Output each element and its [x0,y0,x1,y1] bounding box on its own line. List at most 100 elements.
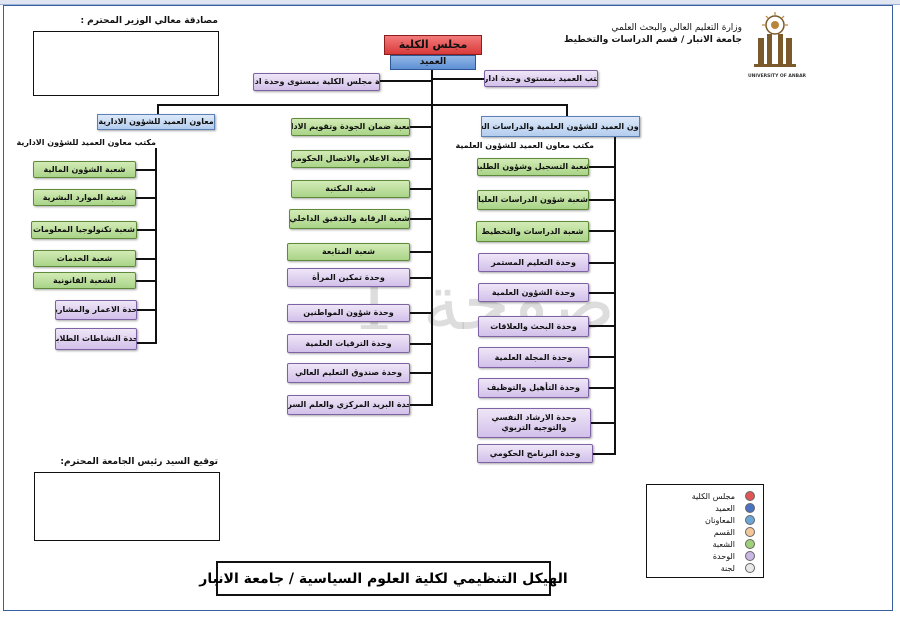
legend: مجلس الكلية العميد المعاونان القسم الشعب… [646,484,764,578]
university-logo: UNIVERSITY OF ANBAR [748,12,807,79]
connector-line [589,325,615,327]
admin-assistant-dean-box: معاون العميد للشؤون الادارية [97,114,215,130]
connector-line [157,104,568,106]
connector-line [589,387,615,389]
connector-line [589,292,615,294]
dean-box: العميد [390,55,476,70]
scientific-affairs-unit-box: وحدة الشؤون العلمية [478,283,589,302]
legend-swatch-icon [745,491,755,501]
connector-line [136,169,156,171]
counseling-unit-box: وحدة الارشاد النفسي والتوجيه التربوي [477,408,591,438]
citizens-affairs-unit-box: وحدة شؤون المواطنين [287,304,410,322]
planning-section-box: شعبة الدراسات والتخطيط [476,221,589,242]
legend-item: الشعبة [713,539,755,549]
connector-line [137,342,157,344]
connector-line [431,78,484,80]
legend-swatch-icon [745,551,755,561]
scientific-assistant-dean-box: معاون العميد للشؤون العلمية والدراسات ال… [481,116,640,137]
connector-line [380,80,432,82]
legend-item: القسم [714,527,755,537]
connector-line [136,197,156,199]
student-activities-unit-box: وحدة النشاطات الطلابية [55,328,137,350]
connector-line [137,229,156,231]
legend-swatch-icon [745,539,755,549]
media-section-box: شعبة الاعلام والاتصال الحكومي [291,150,410,168]
connector-line [593,453,615,455]
scientific-assistant-office-label: مكتب معاون العميد للشؤون العلمية [455,141,595,150]
ruler [0,0,900,5]
ministry-line-2: جامعة الانبار / قسم الدراسات والتخطيط [564,35,742,46]
connector-line [157,104,159,116]
connector-line [589,166,615,168]
legend-swatch-icon [745,527,755,537]
college-council-box: مجلس الكلية [384,35,482,55]
council-secretariat-box: امانة مجلس الكلية بمستوى وحدة ادارية [253,73,380,91]
connector-line [591,422,615,424]
connector-line [410,277,432,279]
hr-section-box: شعبة الموارد البشرية [33,189,136,206]
legend-item: العميد [715,503,755,513]
university-logo-emblem-icon [754,12,796,67]
promotions-unit-box: وحدة الترقيات العلمية [287,334,410,353]
construction-unit-box: وحدة الاعمار والمشاريع [55,300,137,320]
connector-line [410,188,432,190]
women-empowerment-unit-box: وحدة تمكين المرأة [287,268,410,287]
quality-assurance-section-box: شعبة ضمان الجودة وتقويم الاداء [291,118,410,136]
connector-line [589,356,615,358]
dean-office-box: مكتب العميد بمستوى وحدة ادارية [484,70,598,87]
connector-line [614,137,616,455]
scientific-journal-unit-box: وحدة المجلة العلمية [478,347,589,368]
connector-line [431,70,433,106]
connector-line [136,258,156,260]
internal-audit-section-box: شعبة الرقابة والتدقيق الداخلي [289,209,410,229]
connector-line [589,262,615,264]
legend-swatch-icon [745,503,755,513]
connector-line [410,343,432,345]
continuing-education-unit-box: وحدة التعليم المستمر [478,253,589,272]
chart-title-box: الهيكل التنظيمي لكلية العلوم السياسية / … [199,561,568,596]
legend-swatch-icon [745,563,755,573]
connector-line [410,372,432,374]
connector-line [410,158,432,160]
legend-item: لجنة [721,563,755,573]
ministry-text: وزارة التعليم العالي والبحث العلمي جامعة… [564,22,742,46]
library-section-box: شعبة المكتبة [291,180,410,198]
president-signature-box [34,472,220,541]
follow-up-section-box: شعبة المتابعة [287,243,410,261]
connector-line [431,104,433,406]
logo-caption: UNIVERSITY OF ANBAR [748,74,807,79]
minister-approval-box [33,31,219,96]
graduate-studies-section-box: شعبة شؤون الدراسات العليا [477,190,589,210]
connector-line [410,404,432,406]
legal-section-box: الشعبة القانونية [33,272,136,289]
research-relations-unit-box: وحدة البحث والعلاقات [478,316,589,337]
minister-approval-label: مصادقة معالي الوزير المحترم : [80,16,218,26]
qualification-unit-box: وحدة التأهيل والتوظيف [478,378,589,398]
connector-line [410,251,432,253]
connector-line [410,312,432,314]
central-mail-unit-box: وحدة البريد المركزي والعلم السري [287,395,410,415]
connector-line [410,218,432,220]
registration-section-box: شعبة التسجيل وشؤون الطلبة [477,158,589,176]
connector-line [410,126,432,128]
it-section-box: شعبة تكنولوجيا المعلومات [31,221,137,239]
connector-line [136,280,156,282]
services-section-box: شعبة الخدمات [33,250,136,267]
connector-line [566,104,568,116]
connector-line [589,230,615,232]
connector-line [137,309,156,311]
ministry-line-1: وزارة التعليم العالي والبحث العلمي [611,23,742,33]
government-program-unit-box: وحدة البرنامج الحكومي [477,444,593,463]
higher-education-fund-unit-box: وحدة صندوق التعليم العالي [287,363,410,383]
page-frame [3,5,893,611]
chart-title: الهيكل التنظيمي لكلية العلوم السياسية / … [199,570,568,587]
connector-line [589,199,615,201]
president-signature-label: توقيع السيد رئيس الجامعة المحترم: [60,457,218,467]
legend-swatch-icon [745,515,755,525]
finance-section-box: شعبة الشؤون المالية [33,161,136,178]
connector-line [155,148,157,344]
legend-item: المعاونان [705,515,755,525]
admin-assistant-office-label: مكتب معاون العميد للشؤون الادارية [16,138,157,147]
legend-item: الوحدة [713,551,755,561]
